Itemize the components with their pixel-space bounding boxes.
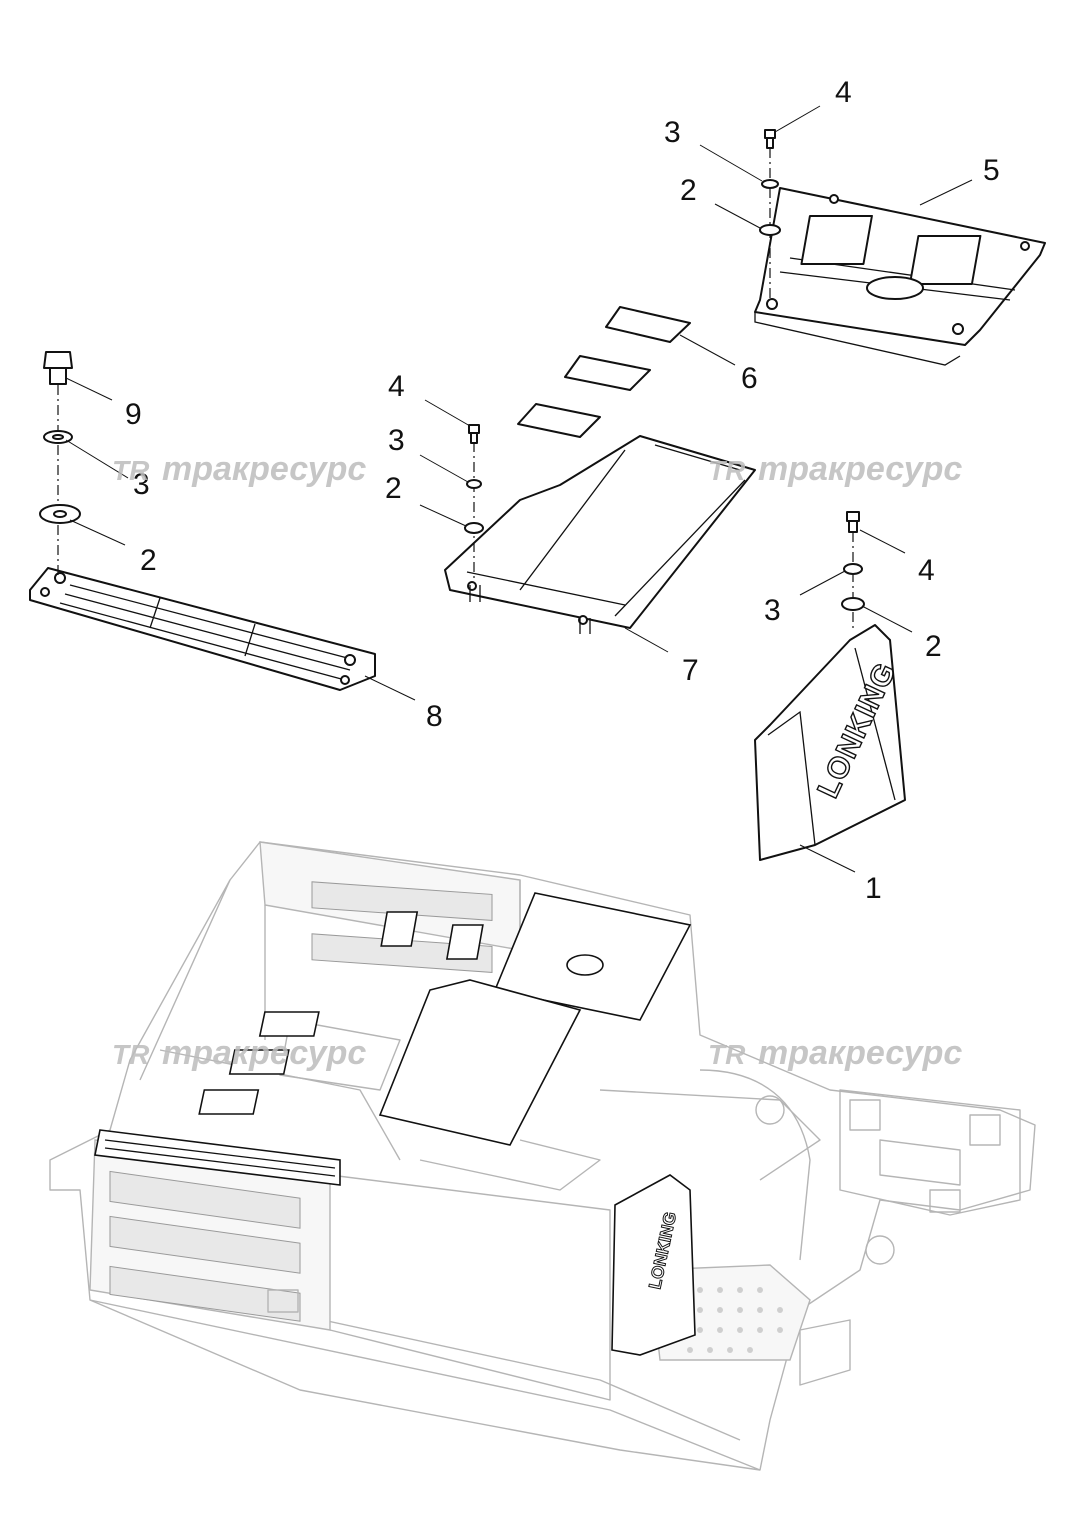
watermark-logo: TR xyxy=(112,455,150,486)
installed-grille-cover xyxy=(94,1129,341,1186)
callout-2-left: 2 xyxy=(140,544,157,577)
callout-3-left: 3 xyxy=(133,468,150,501)
part-7-floor-plate xyxy=(444,435,756,634)
callout-1: 1 xyxy=(865,872,882,905)
watermark-logo: TR xyxy=(708,455,746,486)
callout-6: 6 xyxy=(741,362,758,395)
watermark-text: тракресурс xyxy=(758,1034,962,1072)
watermark-logo: TR xyxy=(708,1039,746,1070)
callout-3-top: 3 xyxy=(664,116,681,149)
step-grate-dots xyxy=(677,1287,783,1353)
fastener-stack-top xyxy=(759,129,781,300)
watermark-3: TR тракресурс xyxy=(112,1034,366,1072)
watermark-text: тракресурс xyxy=(162,1034,366,1072)
watermark-2: TR тракресурс xyxy=(708,450,962,488)
callout-5: 5 xyxy=(983,154,1000,187)
callout-8: 8 xyxy=(426,700,443,733)
installed-floor-plate xyxy=(198,979,582,1146)
callout-4-right: 4 xyxy=(918,554,935,587)
callout-9: 9 xyxy=(125,398,142,431)
callout-7: 7 xyxy=(682,654,699,687)
watermark-logo: TR xyxy=(112,1039,150,1070)
leader-lines xyxy=(65,105,973,873)
callout-4-mid: 4 xyxy=(388,370,405,403)
watermark-text: тракресурс xyxy=(758,450,962,488)
installed-seat-plate xyxy=(380,892,692,1021)
part-1-side-panel: LONKING xyxy=(754,624,906,861)
fastener-stack-right xyxy=(841,511,865,628)
watermark-1: TR тракресурс xyxy=(112,450,366,488)
callout-2-right: 2 xyxy=(925,630,942,663)
part-5-seat-plate xyxy=(754,187,1046,366)
callout-2-mid: 2 xyxy=(385,472,402,505)
fastener-stack-left xyxy=(39,351,81,575)
callout-4-top: 4 xyxy=(835,76,852,109)
part-8-grille-cover xyxy=(29,567,376,691)
part-6-pads xyxy=(517,306,691,438)
callout-numbers: 4 3 5 2 6 9 4 3 3 2 2 4 3 2 7 8 1 xyxy=(125,76,1000,905)
callout-3-right: 3 xyxy=(764,594,781,627)
fastener-stack-mid xyxy=(464,424,484,580)
callout-3-mid: 3 xyxy=(388,424,405,457)
installed-side-panel: LONKING xyxy=(611,1174,696,1356)
callout-2-top: 2 xyxy=(680,174,697,207)
watermark-text: тракресурс xyxy=(162,450,366,488)
watermark-4: TR тракресурс xyxy=(708,1034,962,1072)
